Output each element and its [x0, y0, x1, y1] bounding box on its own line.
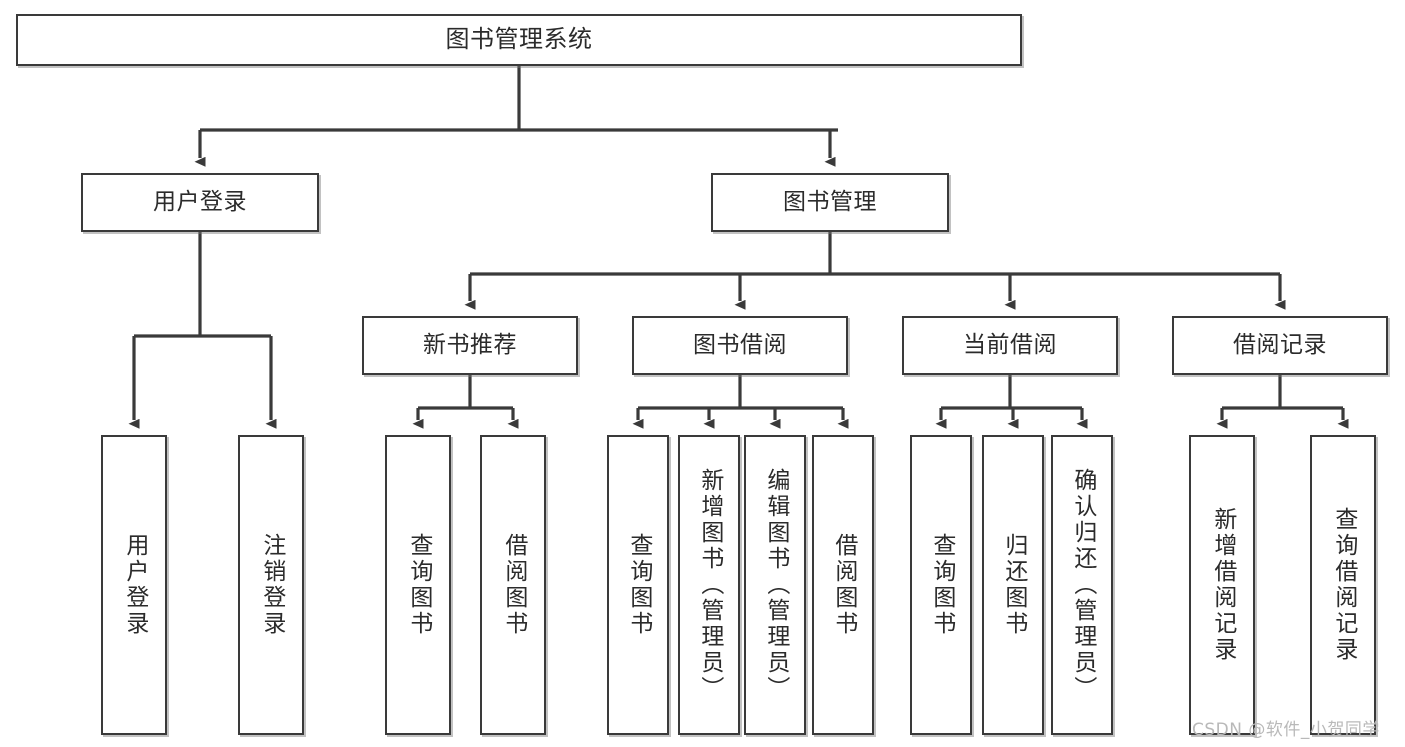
- node-leaf-borrow-book-2[interactable]: 借阅图书: [812, 435, 874, 735]
- node-leaf-query-record-label: 查询借阅记录: [1330, 507, 1357, 663]
- node-leaf-user-login[interactable]: 用户登录: [101, 435, 167, 735]
- node-leaf-logout[interactable]: 注销登录: [238, 435, 304, 735]
- node-leaf-confirm-return-label: 确认归还（管理员）: [1069, 468, 1096, 702]
- node-leaf-edit-book[interactable]: 编辑图书（管理员）: [744, 435, 806, 735]
- watermark: CSDN @软件_小贺同学: [1192, 720, 1380, 740]
- node-borrow-record[interactable]: 借阅记录: [1172, 316, 1388, 375]
- node-root-label: 图书管理系统: [445, 25, 593, 54]
- node-leaf-add-book-label: 新增图书（管理员）: [696, 468, 723, 702]
- node-root[interactable]: 图书管理系统: [16, 14, 1022, 66]
- node-leaf-add-book[interactable]: 新增图书（管理员）: [678, 435, 740, 735]
- node-leaf-return-book-label: 归还图书: [1000, 533, 1027, 637]
- node-leaf-query-record[interactable]: 查询借阅记录: [1310, 435, 1376, 735]
- node-leaf-query-book-2[interactable]: 查询图书: [607, 435, 669, 735]
- node-book-manage[interactable]: 图书管理: [711, 173, 949, 232]
- node-current-borrow-label: 当前借阅: [963, 332, 1057, 359]
- node-leaf-user-login-label: 用户登录: [121, 533, 148, 637]
- node-leaf-query-book-3-label: 查询图书: [928, 533, 955, 637]
- node-leaf-confirm-return[interactable]: 确认归还（管理员）: [1051, 435, 1113, 735]
- node-new-book-rec-label: 新书推荐: [423, 332, 517, 359]
- node-leaf-query-book-1-label: 查询图书: [405, 533, 432, 637]
- node-book-manage-label: 图书管理: [783, 189, 877, 216]
- node-leaf-query-book-2-label: 查询图书: [625, 533, 652, 637]
- node-leaf-borrow-book-1-label: 借阅图书: [500, 533, 527, 637]
- node-leaf-borrow-book-2-label: 借阅图书: [830, 533, 857, 637]
- node-leaf-add-record-label: 新增借阅记录: [1209, 507, 1236, 663]
- node-book-borrow[interactable]: 图书借阅: [632, 316, 848, 375]
- node-leaf-query-book-1[interactable]: 查询图书: [385, 435, 451, 735]
- node-leaf-add-record[interactable]: 新增借阅记录: [1189, 435, 1255, 735]
- node-leaf-return-book[interactable]: 归还图书: [982, 435, 1044, 735]
- node-borrow-record-label: 借阅记录: [1233, 332, 1327, 359]
- node-leaf-borrow-book-1[interactable]: 借阅图书: [480, 435, 546, 735]
- node-user-login-label: 用户登录: [153, 189, 247, 216]
- node-leaf-query-book-3[interactable]: 查询图书: [910, 435, 972, 735]
- node-book-borrow-label: 图书借阅: [693, 332, 787, 359]
- node-leaf-logout-label: 注销登录: [258, 533, 285, 637]
- node-leaf-edit-book-label: 编辑图书（管理员）: [762, 468, 789, 702]
- node-user-login[interactable]: 用户登录: [81, 173, 319, 232]
- node-new-book-rec[interactable]: 新书推荐: [362, 316, 578, 375]
- node-current-borrow[interactable]: 当前借阅: [902, 316, 1118, 375]
